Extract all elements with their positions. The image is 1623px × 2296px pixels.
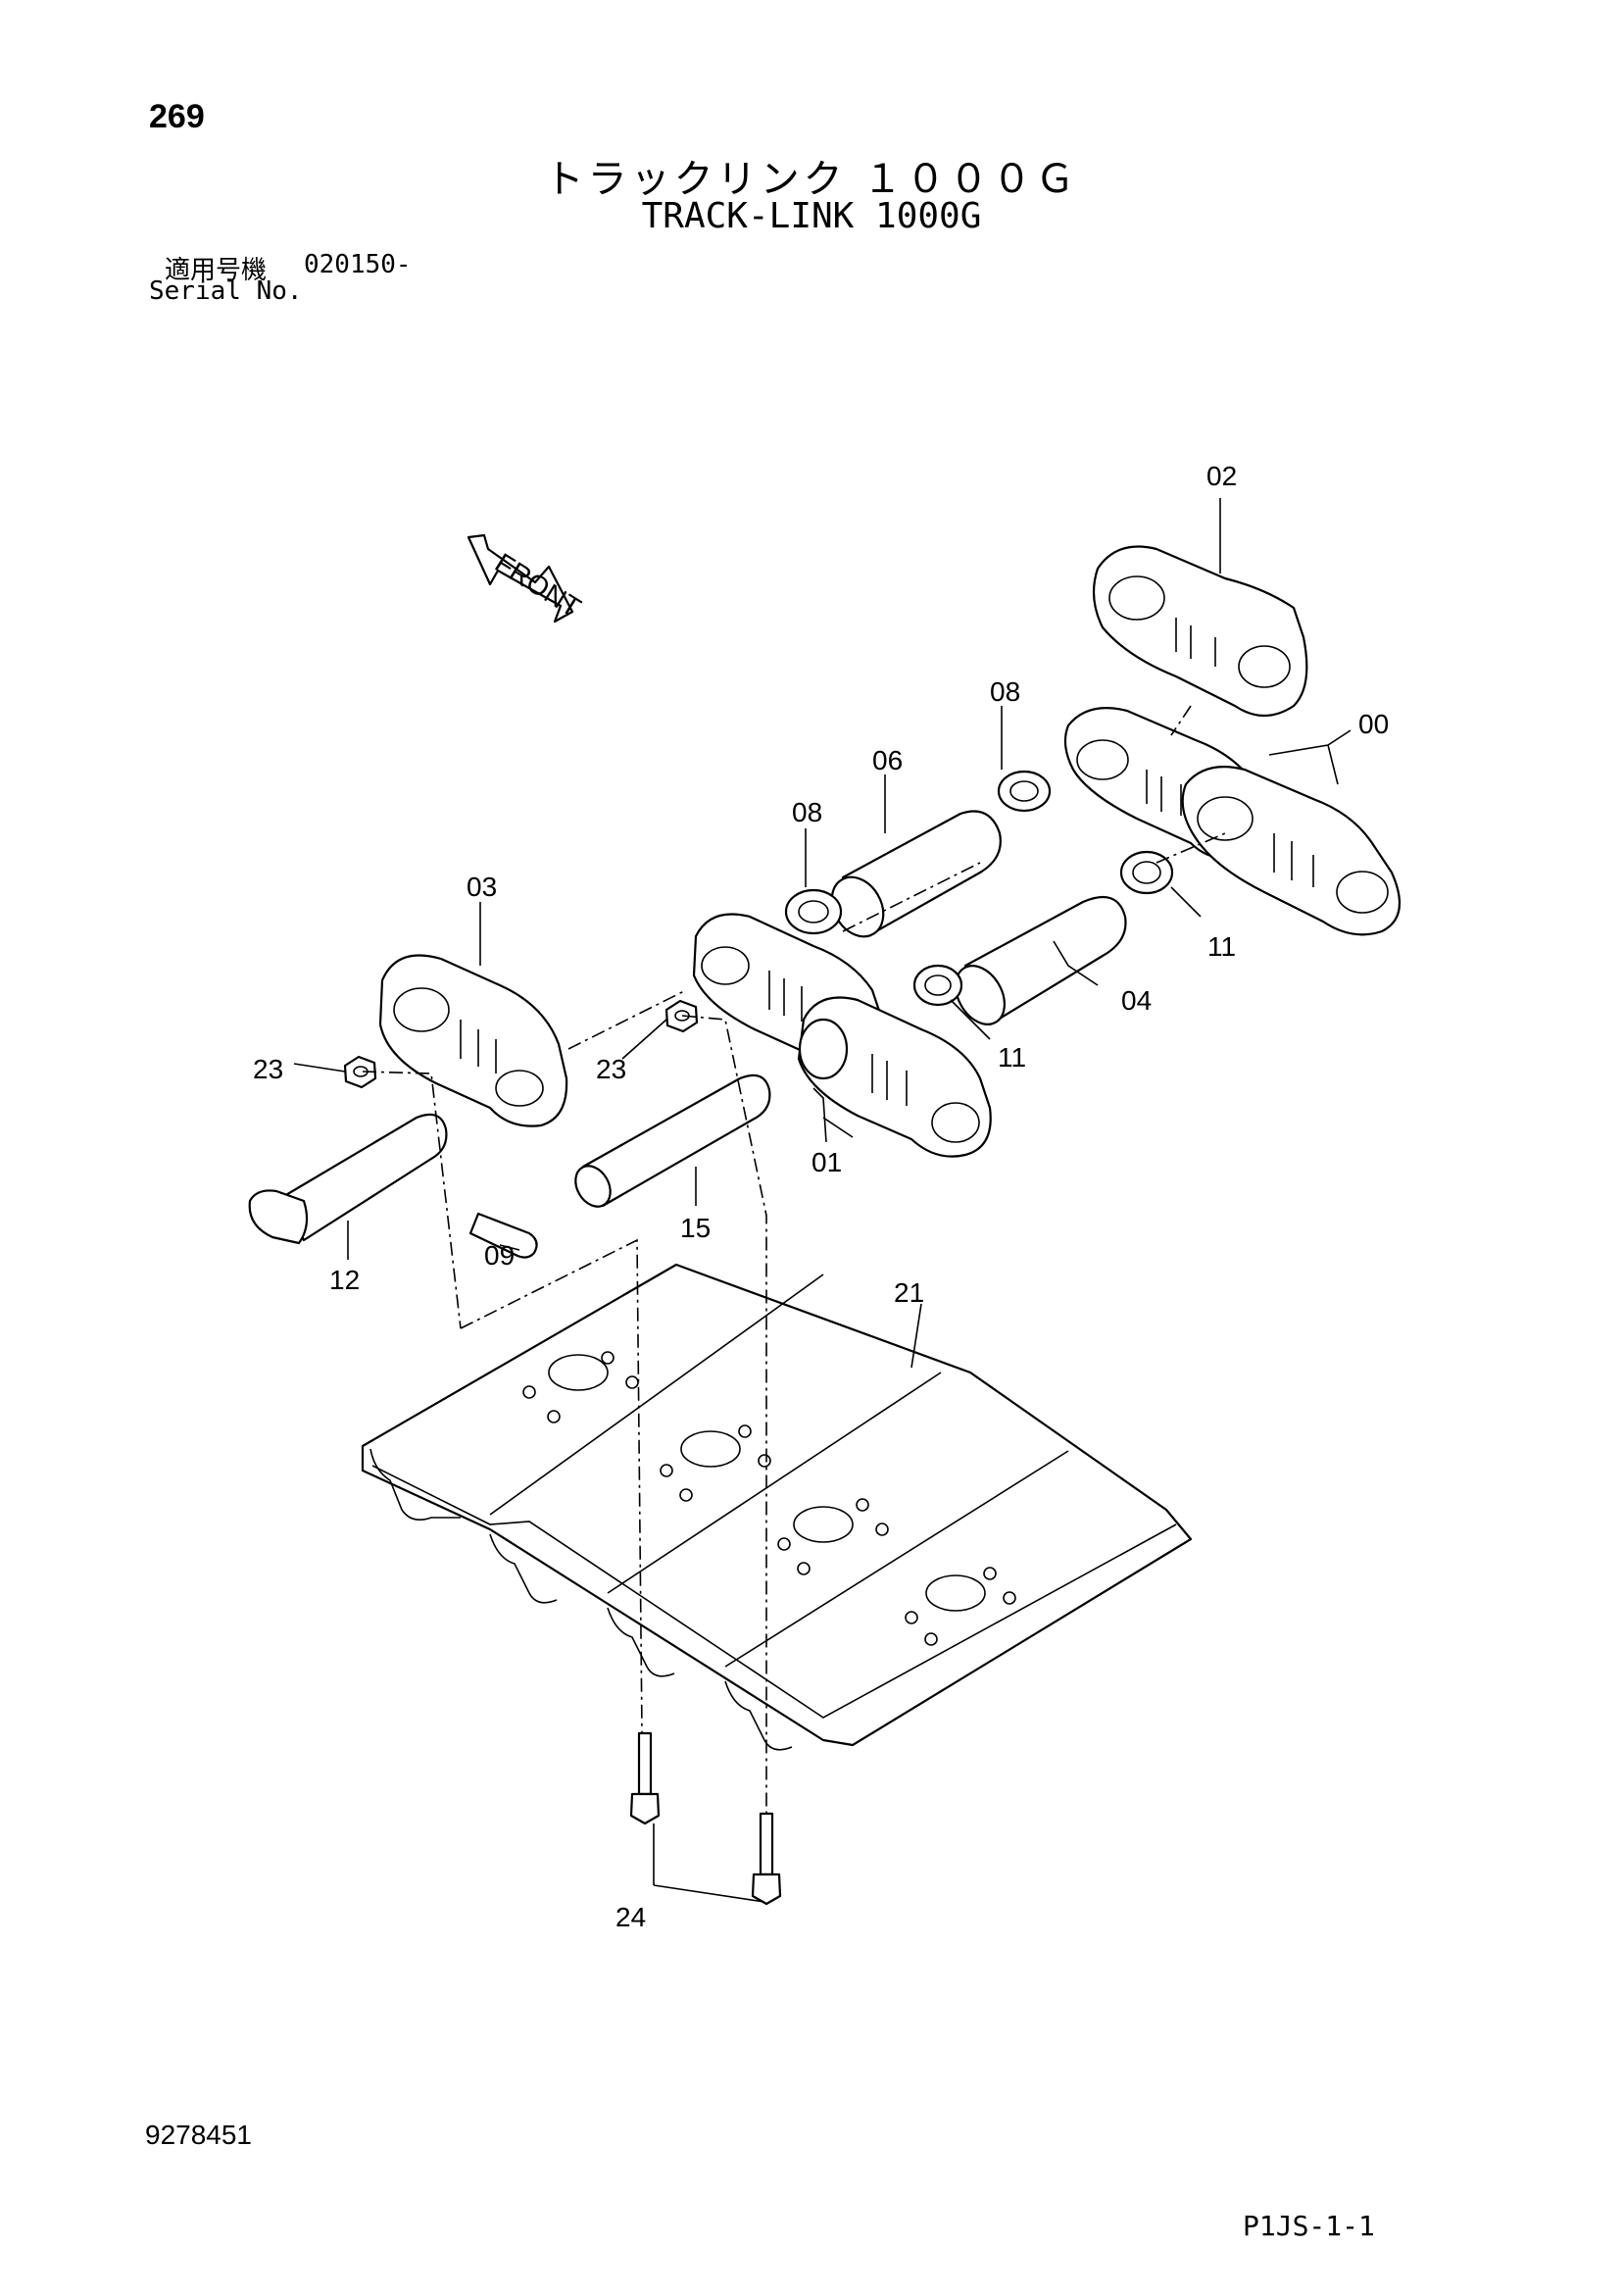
spring-pin-09 xyxy=(468,1212,538,1259)
front-direction-arrow: FRONT xyxy=(467,533,586,624)
callout-11-lower: 11 xyxy=(998,1042,1026,1073)
callout-23-center: 23 xyxy=(596,1054,626,1084)
callout-00: 00 xyxy=(1358,709,1389,739)
callout-09: 09 xyxy=(484,1240,515,1271)
callout-11-upper: 11 xyxy=(1207,931,1236,962)
callout-06: 06 xyxy=(872,745,903,775)
callout-24: 24 xyxy=(615,1902,646,1932)
track-link-pair-01 xyxy=(692,913,992,1158)
callout-08-lower: 08 xyxy=(792,797,822,827)
page-title-japanese: トラックリンク １０００Ｇ xyxy=(544,157,1079,202)
callout-15: 15 xyxy=(680,1213,711,1243)
front-label: FRONT xyxy=(490,547,586,623)
master-link-03 xyxy=(378,954,568,1127)
serial-number-range: 020150- xyxy=(304,250,412,279)
nut-23-left xyxy=(343,1055,377,1089)
alignment-lines xyxy=(362,705,1226,1814)
callout-21: 21 xyxy=(894,1277,924,1308)
callout-12: 12 xyxy=(329,1265,360,1295)
page-number: 269 xyxy=(149,98,205,135)
page-code: P1JS-1-1 xyxy=(1243,2210,1375,2242)
shoe-bolt-24-left xyxy=(629,1731,661,1825)
callout-04: 04 xyxy=(1121,985,1152,1016)
callout-02: 02 xyxy=(1206,461,1237,491)
seal-ring-08-lower xyxy=(784,888,843,935)
serial-label-japanese: 適用号機 xyxy=(165,256,268,285)
dust-seal-11-upper xyxy=(1119,850,1174,895)
leader-lines xyxy=(293,498,1352,1903)
track-shoe-21 xyxy=(361,1263,1193,1751)
seal-ring-08-upper xyxy=(997,770,1052,813)
master-pin-12 xyxy=(248,1113,448,1245)
track-link-02 xyxy=(1092,545,1308,717)
callout-08-upper: 08 xyxy=(990,676,1020,707)
callout-03: 03 xyxy=(467,872,497,902)
track-link-pair-00 xyxy=(1063,707,1402,936)
shoe-bolt-24-right xyxy=(751,1812,782,1906)
callout-labels: 00 01 02 03 04 06 08 08 09 11 11 12 15 2… xyxy=(253,461,1389,1932)
pin-15 xyxy=(574,1073,771,1208)
dust-seal-11-lower xyxy=(912,964,963,1007)
document-number: 9278451 xyxy=(145,2120,253,2150)
page-title: TRACK-LINK 1000G xyxy=(641,196,982,236)
bushing-06 xyxy=(830,810,1002,938)
pin-04 xyxy=(955,895,1127,1026)
callout-23-left: 23 xyxy=(253,1054,283,1084)
callout-01: 01 xyxy=(812,1147,842,1177)
serial-label: Serial No. xyxy=(149,276,303,306)
nut-23-center xyxy=(664,999,699,1033)
